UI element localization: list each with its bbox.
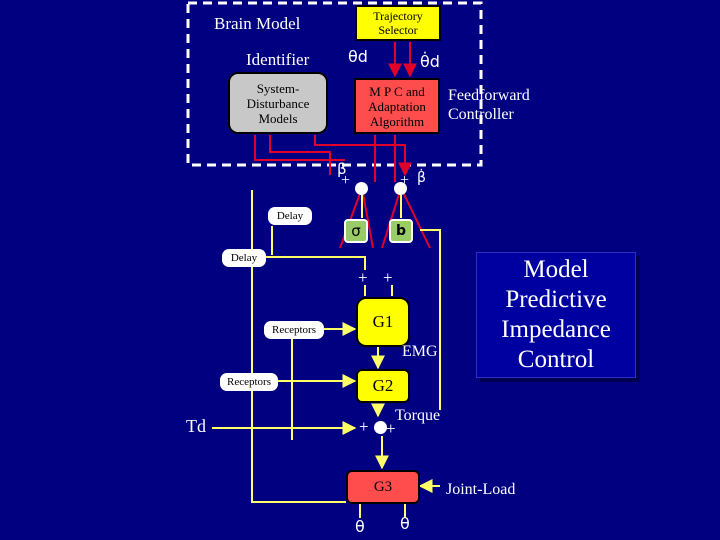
- brain-model-label: Brain Model: [214, 14, 301, 33]
- plus-sign: +: [383, 268, 393, 287]
- g1-label: G1: [372, 312, 394, 331]
- delay-label: Delay: [276, 210, 304, 222]
- plus-sign: +: [358, 268, 368, 287]
- feedforward-label: Feedforward Controller: [448, 87, 530, 123]
- delay-label: Delay: [230, 252, 258, 264]
- receptors-label: Receptors: [227, 376, 271, 388]
- sigma-label: σ: [351, 222, 361, 240]
- theta-dot-output: θ̇: [400, 514, 410, 533]
- b-block[interactable]: b: [389, 219, 413, 243]
- mpc-block[interactable]: M P C and Adaptation Algorithm: [354, 78, 440, 134]
- delay-block[interactable]: Delay: [222, 249, 266, 267]
- theta-d-dot-signal: θ̇d: [420, 52, 440, 71]
- plus-sign: +: [386, 419, 396, 438]
- td-label: Td: [186, 416, 206, 436]
- identifier-label: Identifier: [246, 50, 310, 69]
- summation-junction-beta-dot: [394, 182, 407, 195]
- summation-junction-beta: [355, 182, 368, 195]
- receptors-block[interactable]: Receptors: [264, 321, 324, 339]
- beta-dot-signal: β̇: [417, 170, 426, 186]
- trajectory-selector-block[interactable]: Trajectory Selector: [355, 5, 441, 41]
- g3-block[interactable]: G3: [346, 470, 420, 504]
- plus-sign: +: [400, 172, 410, 189]
- g1-block[interactable]: G1: [356, 297, 410, 347]
- g3-label: G3: [373, 478, 393, 495]
- joint-load-label: Joint-Load: [446, 481, 516, 498]
- plus-sign: +: [341, 172, 351, 189]
- summation-junction-torque: [374, 421, 387, 434]
- emg-label: EMG: [402, 343, 438, 360]
- b-label: b: [395, 223, 407, 239]
- brain-model-boundary: [186, 1, 483, 167]
- mpc-label: M P C and Adaptation Algorithm: [368, 83, 426, 129]
- system-disturbance-block[interactable]: System-Disturbance Models: [228, 72, 328, 134]
- sigma-block[interactable]: σ: [344, 219, 368, 243]
- beta-signal: β: [337, 160, 347, 178]
- g2-block[interactable]: G2: [356, 369, 410, 403]
- trajectory-selector-label: Trajectory Selector: [373, 9, 423, 37]
- theta-d-signal: θd: [348, 47, 368, 66]
- title-box: Model Predictive Impedance Control: [476, 252, 636, 378]
- system-disturbance-label: System-Disturbance Models: [246, 80, 310, 126]
- receptors-block[interactable]: Receptors: [220, 373, 278, 391]
- torque-label: Torque: [395, 407, 441, 424]
- g2-label: G2: [372, 376, 394, 395]
- diagram-title: Model Predictive Impedance Control: [501, 256, 611, 373]
- theta-output: θ: [355, 517, 365, 536]
- delay-block[interactable]: Delay: [268, 207, 312, 225]
- receptors-label: Receptors: [272, 324, 316, 336]
- plus-sign: +: [359, 417, 369, 436]
